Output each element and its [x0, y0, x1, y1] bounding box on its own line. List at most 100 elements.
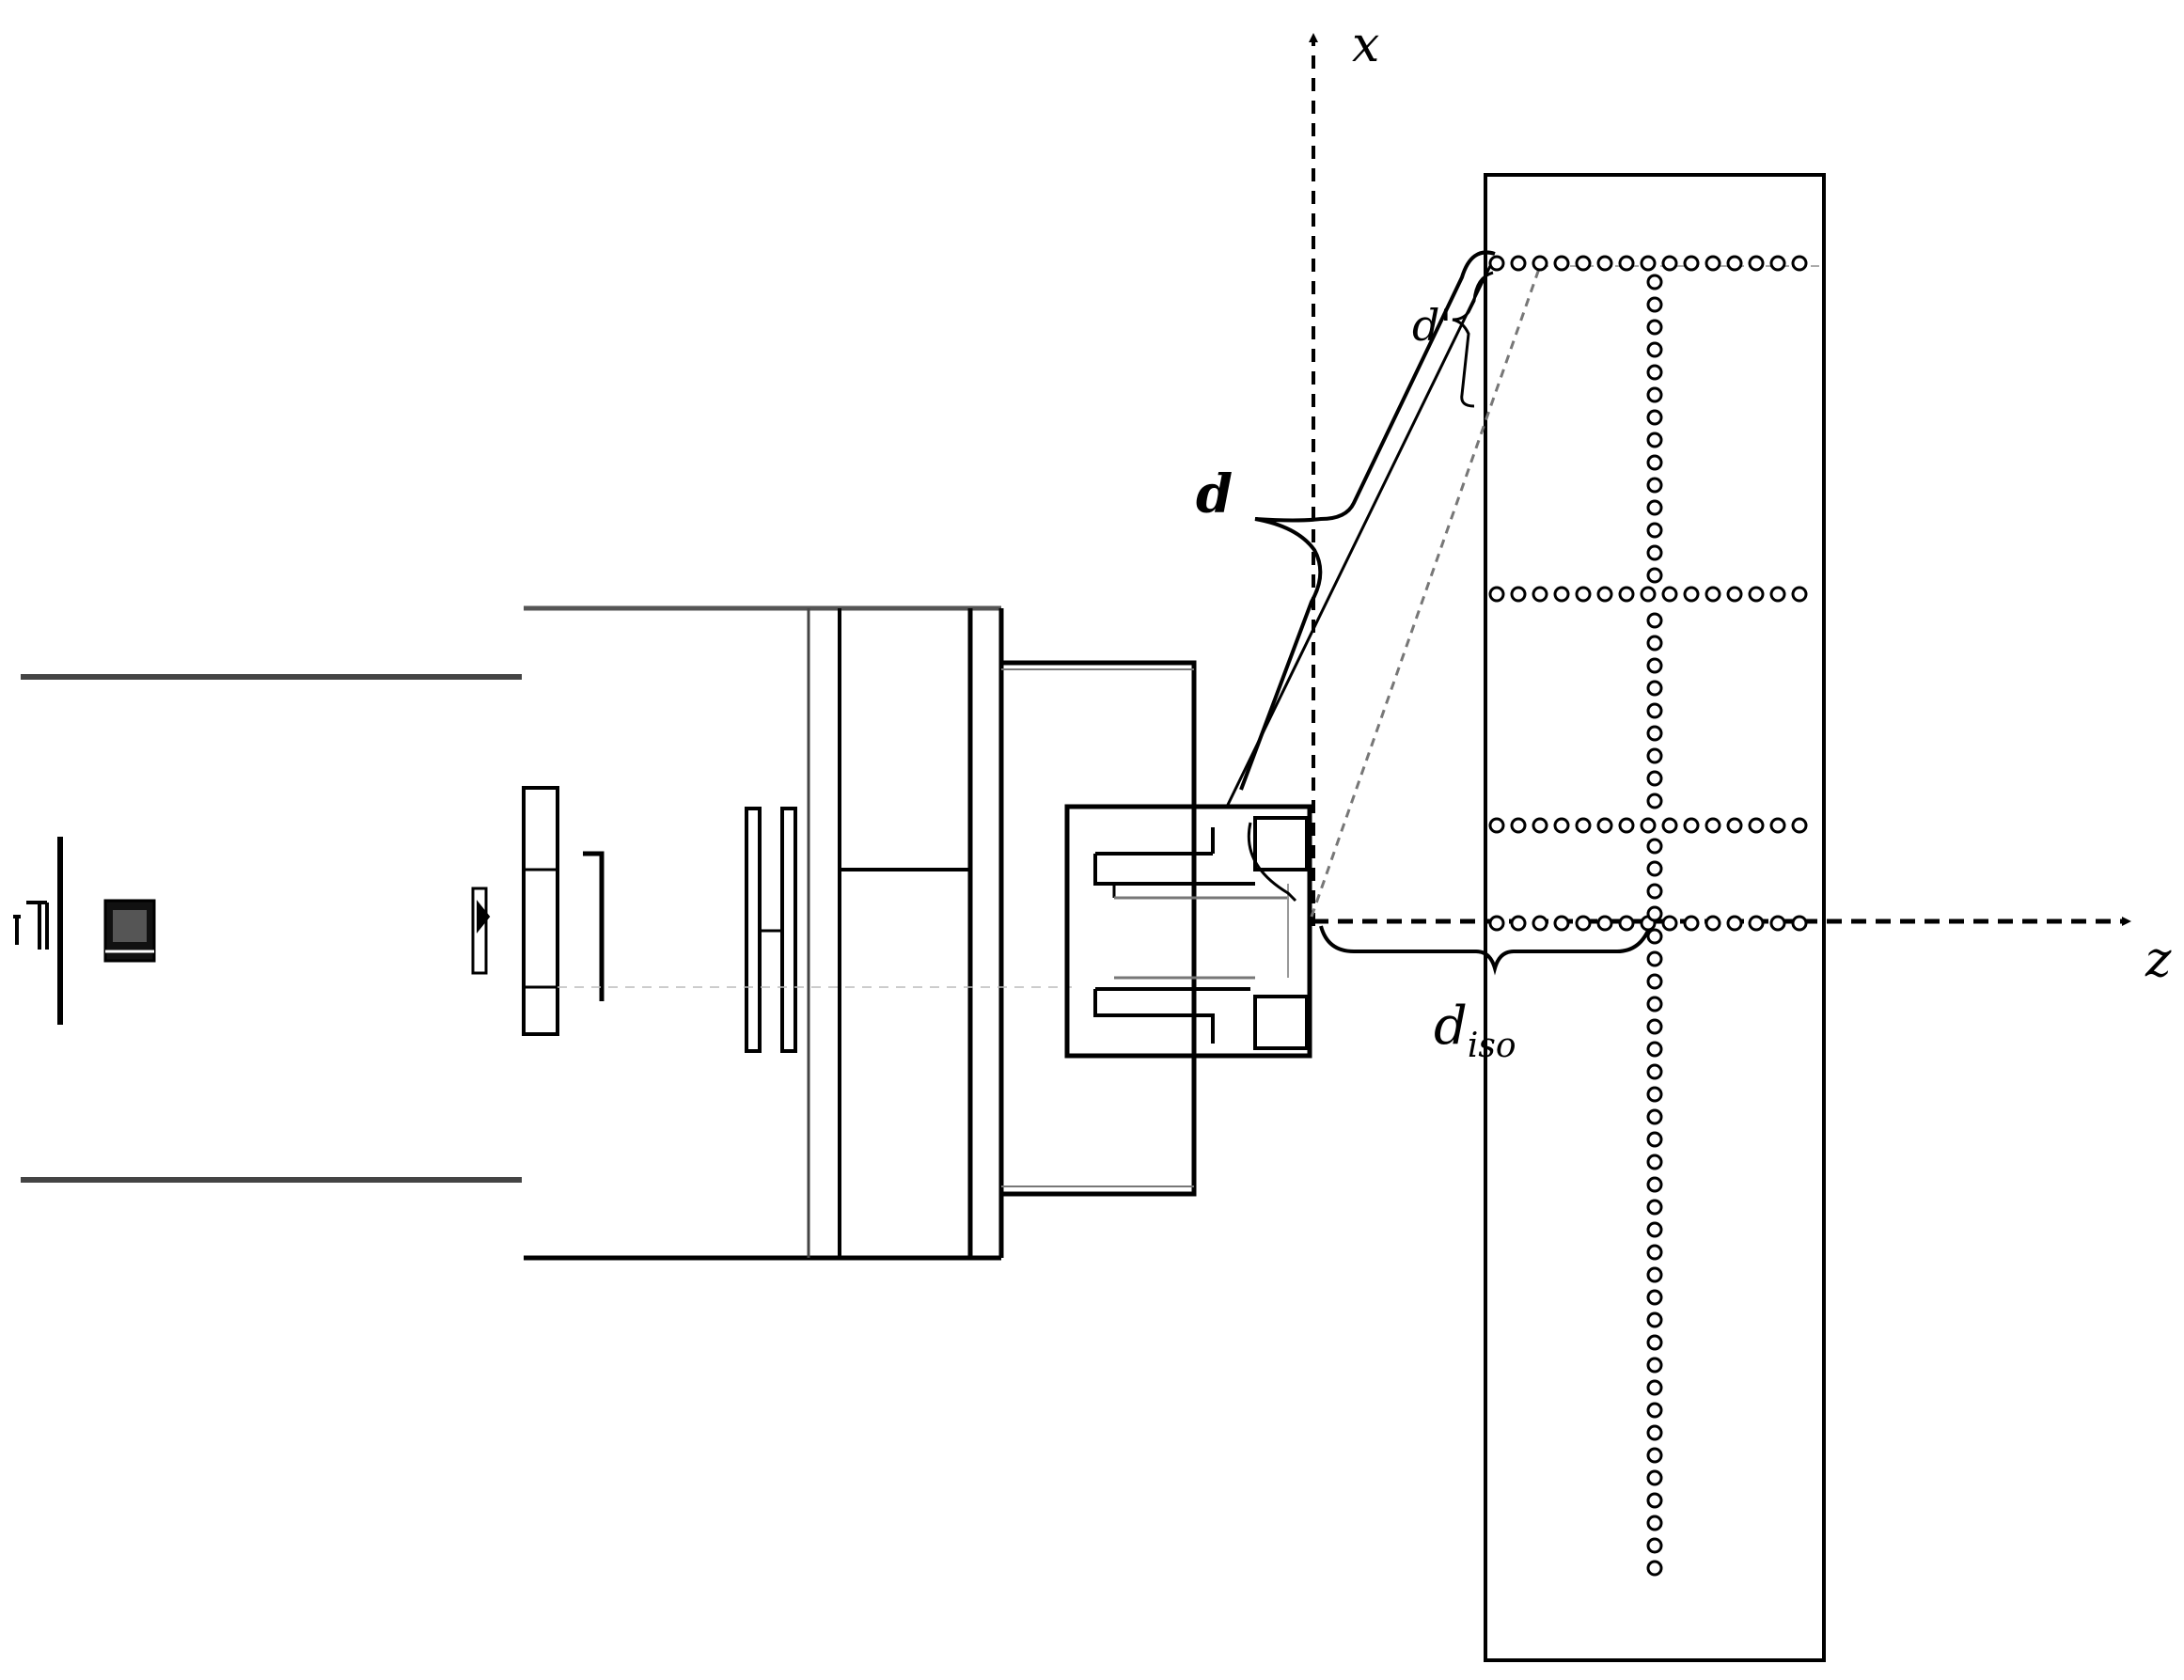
profile-point-row-2	[1640, 586, 1657, 603]
depth-point	[1646, 567, 1663, 584]
profile-point-row-2	[1575, 586, 1592, 603]
profile-point-row-3	[1553, 817, 1570, 834]
depth-point	[1646, 747, 1663, 764]
depth-point	[1646, 838, 1663, 855]
depth-point	[1646, 770, 1663, 787]
depth-point	[1646, 1357, 1663, 1374]
depth-point	[1646, 1063, 1663, 1080]
depth-point	[1646, 1244, 1663, 1261]
depth-point	[1646, 319, 1663, 336]
profile-point-row-3	[1510, 817, 1527, 834]
depth-point	[1646, 1492, 1663, 1509]
depth-point	[1646, 793, 1663, 809]
depth-point	[1646, 499, 1663, 516]
profile-point-row-1	[1683, 255, 1700, 272]
depth-point	[1646, 1131, 1663, 1148]
profile-point-row-2	[1683, 586, 1700, 603]
depth-point	[1646, 1469, 1663, 1486]
profile-point-row-4	[1705, 915, 1721, 932]
profile-point-row-3	[1618, 817, 1635, 834]
profile-point-row-3	[1640, 817, 1657, 834]
d-prime-brace	[1452, 271, 1494, 408]
d-prime-label: d'	[1412, 300, 1452, 351]
profile-point-row-1	[1553, 255, 1570, 272]
profile-point-row-2	[1488, 586, 1505, 603]
phantom-tank	[1484, 173, 1826, 1662]
profile-point-row-3	[1769, 817, 1786, 834]
profile-point-row-2	[1510, 586, 1527, 603]
depth-point	[1646, 1402, 1663, 1419]
depth-point	[1646, 612, 1663, 629]
profile-point-row-2	[1618, 586, 1635, 603]
profile-point-row-3	[1726, 817, 1743, 834]
measurement-points	[1488, 255, 1808, 1577]
profile-point-row-3	[1532, 817, 1548, 834]
profile-point-row-3	[1683, 817, 1700, 834]
depth-point	[1646, 409, 1663, 426]
ionization-chamber	[745, 807, 762, 1053]
applicator-box	[1064, 804, 1312, 1059]
depth-point	[1646, 1154, 1663, 1170]
profile-point-row-1	[1791, 255, 1808, 272]
profile-point-row-4	[1791, 915, 1808, 932]
depth-point	[1646, 860, 1663, 877]
source-assembly	[13, 674, 522, 1183]
depth-point	[1646, 996, 1663, 1013]
profile-point-row-3	[1705, 817, 1721, 834]
profile-point-row-4	[1596, 915, 1613, 932]
profile-point-row-3	[1748, 817, 1765, 834]
depth-point	[1646, 454, 1663, 471]
depth-point	[1646, 1041, 1663, 1058]
depth-point	[1646, 1289, 1663, 1306]
dimension-braces	[1239, 250, 1652, 976]
depth-point	[1646, 1086, 1663, 1103]
depth-point	[1646, 364, 1663, 381]
profile-point-row-2	[1726, 586, 1743, 603]
profile-point-row-4	[1661, 915, 1678, 932]
profile-point-row-1	[1575, 255, 1592, 272]
profile-point-row-4	[1510, 915, 1527, 932]
profile-point-row-2	[1532, 586, 1548, 603]
depth-point	[1646, 296, 1663, 313]
depth-point	[1646, 950, 1663, 967]
depth-point	[1646, 1018, 1663, 1035]
depth-point	[1646, 1108, 1663, 1125]
depth-point	[1646, 432, 1663, 448]
profile-point-row-2	[1661, 586, 1678, 603]
z-axis-label: z	[2145, 932, 2172, 988]
profile-point-row-2	[1769, 586, 1786, 603]
profile-point-row-4	[1748, 915, 1765, 932]
depth-point	[1646, 1560, 1663, 1577]
profile-point-row-4	[1683, 915, 1700, 932]
applicator-housing	[1001, 660, 1312, 1197]
depth-point	[1646, 725, 1663, 742]
d-label: d	[1196, 463, 1233, 526]
profile-point-row-4	[1575, 915, 1592, 932]
d-brace	[1239, 250, 1496, 791]
profile-point-row-3	[1791, 817, 1808, 834]
depth-point	[1646, 1176, 1663, 1193]
profile-point-row-4	[1618, 915, 1635, 932]
source-small-bracket	[13, 901, 49, 950]
depth-point	[1646, 1379, 1663, 1396]
profile-point-row-4	[1532, 915, 1548, 932]
depth-point	[1646, 1334, 1663, 1351]
profile-point-row-3	[1488, 817, 1505, 834]
depth-point	[1646, 1199, 1663, 1216]
profile-point-row-1	[1596, 255, 1613, 272]
profile-point-row-1	[1769, 255, 1786, 272]
depth-point	[1646, 341, 1663, 358]
profile-point-row-2	[1596, 586, 1613, 603]
profile-point-row-1	[1705, 255, 1721, 272]
depth-point	[1646, 1424, 1663, 1441]
profile-point-row-2	[1553, 586, 1570, 603]
depth-point	[1646, 702, 1663, 719]
depth-point	[1646, 544, 1663, 561]
depth-point	[1646, 1221, 1663, 1238]
profile-point-row-3	[1596, 817, 1613, 834]
depth-point	[1646, 386, 1663, 403]
depth-point	[1646, 274, 1663, 290]
profile-point-row-4	[1553, 915, 1570, 932]
profile-point-row-1	[1748, 255, 1765, 272]
depth-point	[1646, 883, 1663, 900]
